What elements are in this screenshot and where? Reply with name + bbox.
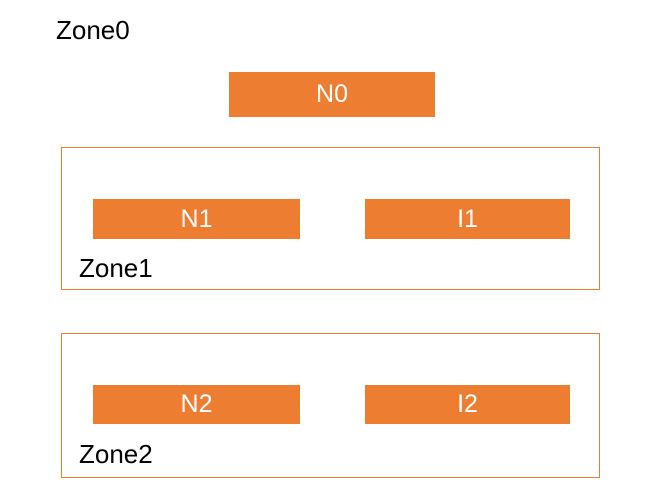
zone2-label: Zone2 — [79, 439, 153, 469]
zone1-label: Zone1 — [79, 253, 153, 283]
node-n2[interactable]: N2 — [93, 385, 300, 424]
node-i2[interactable]: I2 — [365, 385, 570, 424]
node-n0[interactable]: N0 — [229, 72, 435, 117]
node-n1[interactable]: N1 — [93, 199, 300, 239]
zone0-label: Zone0 — [56, 15, 130, 45]
node-i1[interactable]: I1 — [365, 199, 570, 239]
